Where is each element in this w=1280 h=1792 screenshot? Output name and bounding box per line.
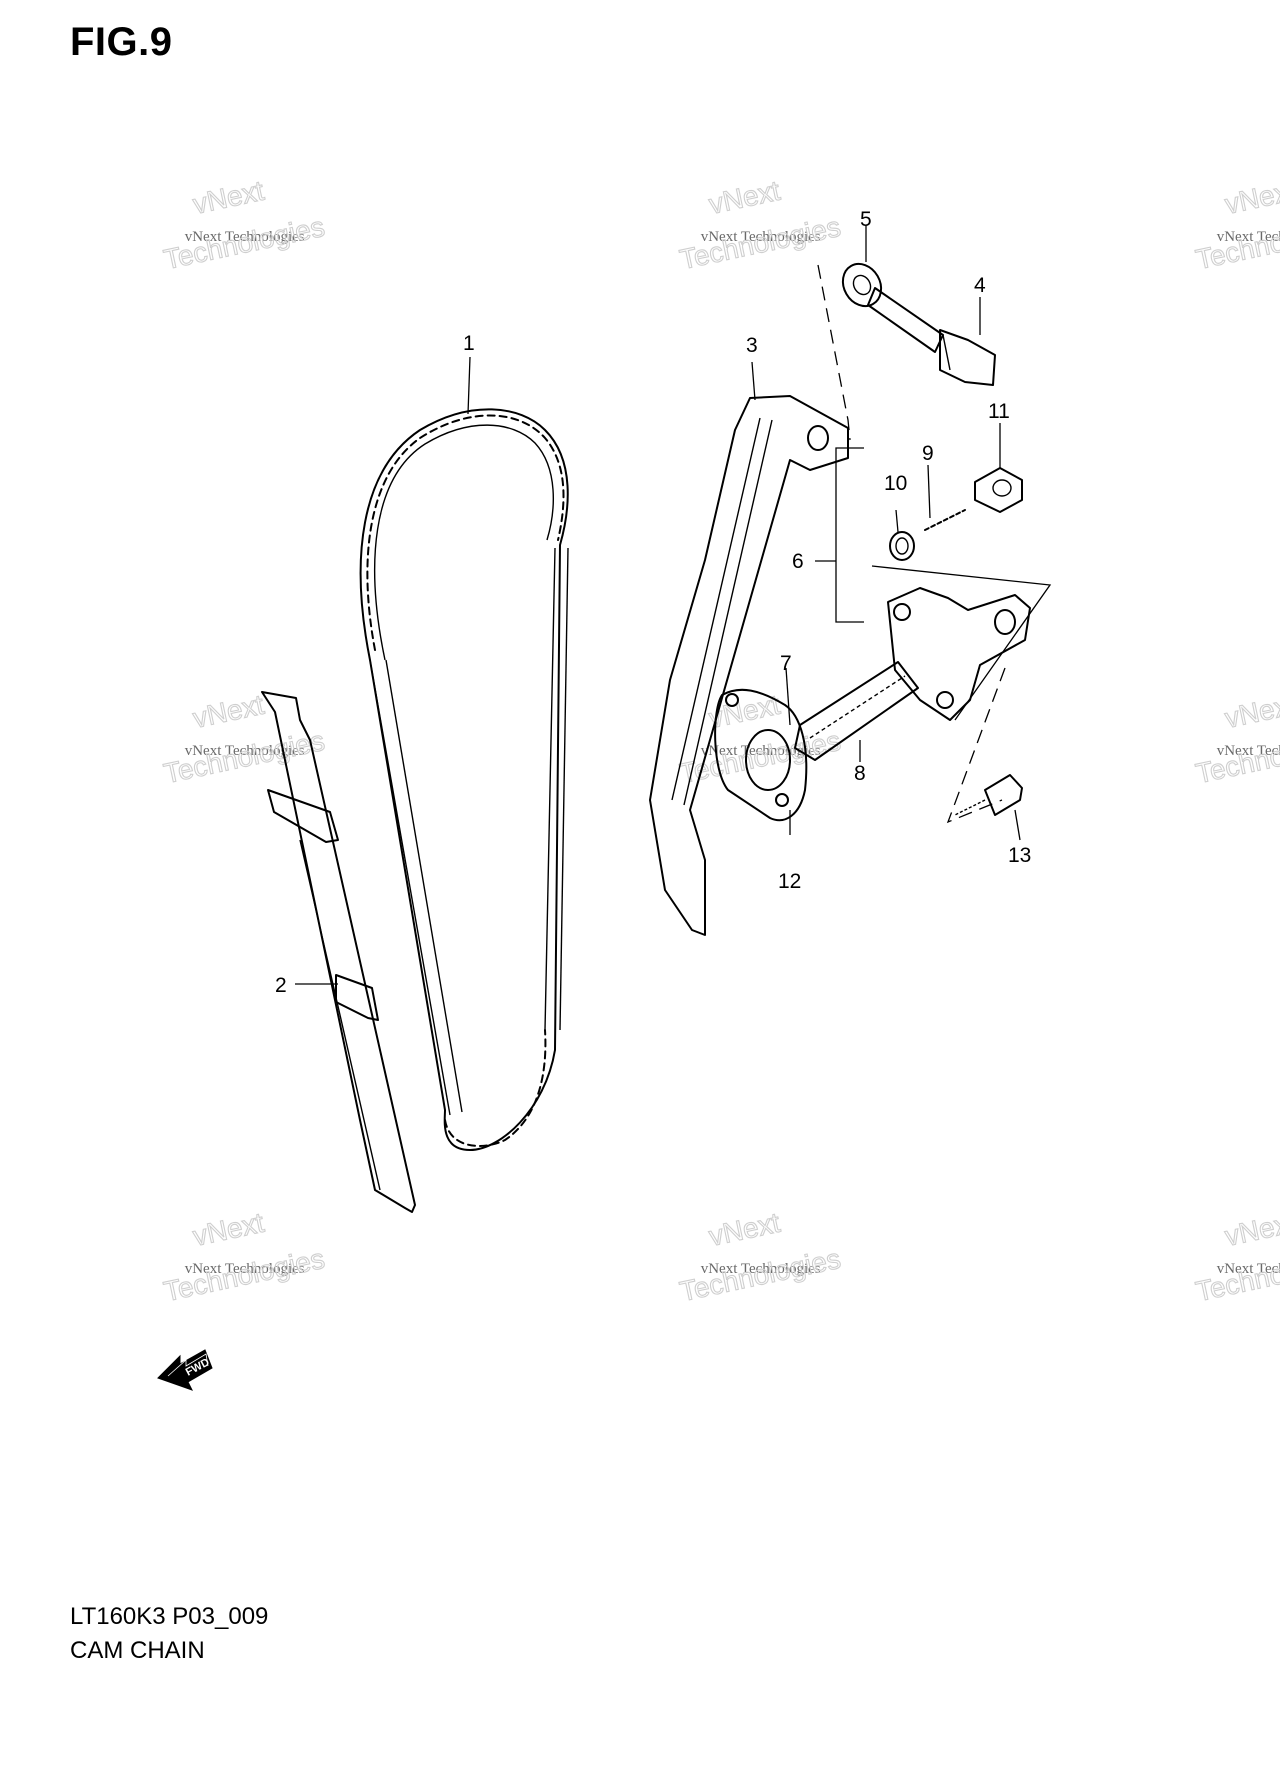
watermark-line3: Technologies bbox=[161, 725, 327, 789]
watermark-line3: Technologies bbox=[1193, 211, 1280, 275]
watermark-top-center: vNext vNext Technologies Technologies bbox=[676, 174, 843, 276]
watermark-line3: Technologies bbox=[161, 1243, 327, 1307]
watermark-line1: vNext bbox=[1222, 175, 1280, 220]
callout-1: 1 bbox=[463, 332, 475, 355]
callout-4: 4 bbox=[974, 274, 986, 297]
part-washer bbox=[841, 262, 883, 308]
callout-13: 13 bbox=[1008, 844, 1031, 867]
watermark-line1: vNext bbox=[706, 175, 783, 220]
part-gasket bbox=[714, 688, 808, 822]
watermark-line2: vNext Technologies bbox=[701, 1261, 821, 1277]
callout-10: 10 bbox=[884, 472, 907, 495]
figure-title: FIG.9 bbox=[70, 20, 173, 64]
part-cap-nut bbox=[974, 467, 1023, 513]
part-cam-chain bbox=[359, 408, 569, 1151]
part-o-ring bbox=[889, 531, 915, 561]
watermark-line1: vNext bbox=[190, 689, 267, 734]
watermark-line2: vNext Technologies bbox=[1217, 743, 1280, 759]
watermark-line3: Technologies bbox=[1193, 725, 1280, 789]
callout-7: 7 bbox=[780, 652, 792, 675]
part-tensioner-guide bbox=[649, 395, 849, 936]
leader-lines bbox=[295, 225, 1052, 985]
watermark-line1: vNext bbox=[190, 175, 267, 220]
watermark-line2: vNext Technologies bbox=[701, 229, 821, 245]
watermark-line1: vNext bbox=[190, 1207, 267, 1252]
watermark-line2: vNext Technologies bbox=[701, 743, 821, 759]
callout-11: 11 bbox=[988, 400, 1010, 423]
watermark-bottom-right: vNext vNext Technologies Technologies bbox=[1192, 1206, 1280, 1308]
watermark-line3: Technologies bbox=[161, 211, 327, 275]
part-chain-guide bbox=[261, 691, 416, 1213]
callout-12: 12 bbox=[778, 870, 801, 893]
watermark-line1: vNext bbox=[1222, 1207, 1280, 1252]
callout-8: 8 bbox=[854, 762, 866, 785]
callout-5: 5 bbox=[860, 208, 872, 231]
part-spring bbox=[924, 509, 966, 531]
watermark-top-right: vNext vNext Technologies Technologies bbox=[1192, 174, 1280, 276]
watermark-line2: vNext Technologies bbox=[185, 1261, 305, 1277]
watermark-line3: Technologies bbox=[677, 1243, 843, 1307]
part-bolt-small bbox=[954, 774, 1023, 816]
callout-9: 9 bbox=[922, 442, 934, 465]
callout-6: 6 bbox=[792, 550, 804, 573]
watermark-line1: vNext bbox=[706, 1207, 783, 1252]
watermark-bottom-left: vNext vNext Technologies Technologies bbox=[160, 1206, 327, 1308]
watermark-line3: Technologies bbox=[1193, 1243, 1280, 1307]
callout-2: 2 bbox=[275, 974, 287, 997]
callout-labels: 1 2 3 4 5 6 7 8 9 10 11 12 13 bbox=[275, 208, 1031, 997]
model-code: LT160K3 P03_009 bbox=[70, 1603, 269, 1630]
part-bolt bbox=[867, 287, 996, 386]
watermark-line2: vNext Technologies bbox=[185, 743, 305, 759]
watermark-mid-left: vNext vNext Technologies Technologies bbox=[160, 688, 327, 790]
callout-3: 3 bbox=[746, 334, 758, 357]
section-name: CAM CHAIN bbox=[70, 1637, 205, 1658]
watermark-top-left: vNext vNext Technologies Technologies bbox=[160, 174, 327, 276]
watermark-line2: vNext Technologies bbox=[1217, 229, 1280, 245]
fwd-arrow: FWD bbox=[157, 1349, 213, 1391]
watermark-mid-right: vNext vNext Technologies Technologies bbox=[1192, 688, 1280, 790]
watermark-line2: vNext Technologies bbox=[185, 229, 305, 245]
watermark-line2: vNext Technologies bbox=[1217, 1261, 1280, 1277]
watermark-line1: vNext bbox=[1222, 689, 1280, 734]
watermark-bottom-center: vNext vNext Technologies Technologies bbox=[676, 1206, 843, 1308]
